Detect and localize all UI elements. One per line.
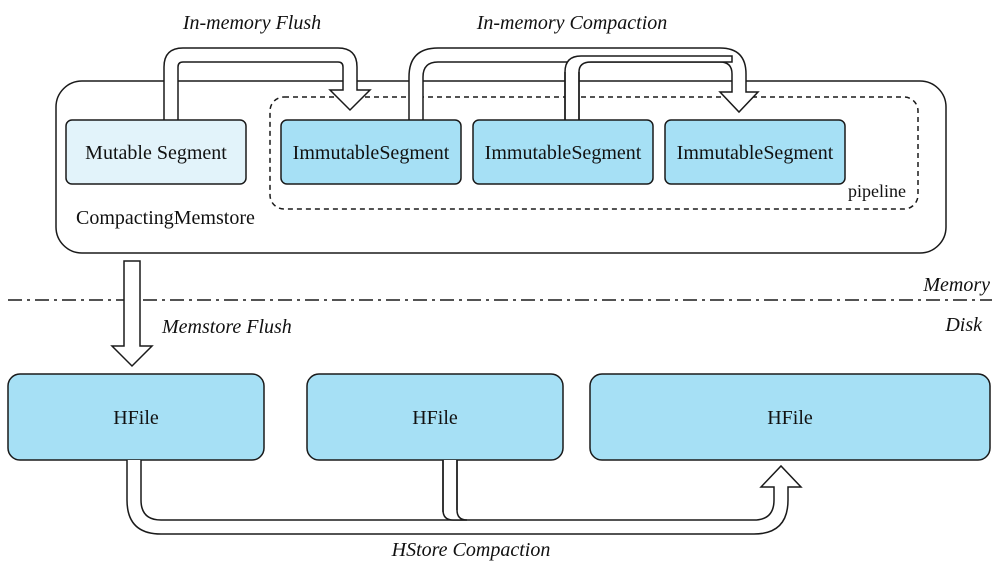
hfile-label: HFile bbox=[113, 407, 159, 429]
pipeline-label: pipeline bbox=[848, 181, 906, 201]
memstore-label: CompactingMemstore bbox=[76, 207, 255, 229]
pipeline-region bbox=[269, 96, 919, 210]
inmemory-compaction-arrow bbox=[408, 47, 760, 120]
immutable-segment: ImmutableSegment bbox=[664, 119, 846, 185]
memstore-flush-arrow bbox=[110, 260, 154, 368]
inmemory-compaction-label: In-memory Compaction bbox=[476, 12, 668, 34]
immutable-segment-label: ImmutableSegment bbox=[485, 142, 642, 164]
hfile: HFile bbox=[306, 373, 564, 461]
hfile: HFile bbox=[7, 373, 265, 461]
mutable-segment-label: Mutable Segment bbox=[85, 142, 227, 164]
hfile: HFile bbox=[589, 373, 991, 461]
immutable-segment-label: ImmutableSegment bbox=[677, 142, 834, 164]
disk-label: Disk bbox=[944, 314, 983, 336]
immutable-segment-label: ImmutableSegment bbox=[293, 142, 450, 164]
immutable-segment: ImmutableSegment bbox=[472, 119, 654, 185]
hstore-compaction-arrow bbox=[126, 460, 803, 535]
memory-label: Memory bbox=[922, 274, 990, 296]
mutable-segment: Mutable Segment bbox=[65, 119, 247, 185]
inmemory-flush-arrow bbox=[163, 47, 372, 120]
inmemory-flush-label: In-memory Flush bbox=[182, 12, 321, 34]
hfile-label: HFile bbox=[412, 407, 458, 429]
memstore-flush-label: Memstore Flush bbox=[161, 316, 292, 338]
immutable-segment: ImmutableSegment bbox=[280, 119, 462, 185]
hstore-compaction-label: HStore Compaction bbox=[391, 539, 551, 561]
hfile-label: HFile bbox=[767, 407, 813, 429]
